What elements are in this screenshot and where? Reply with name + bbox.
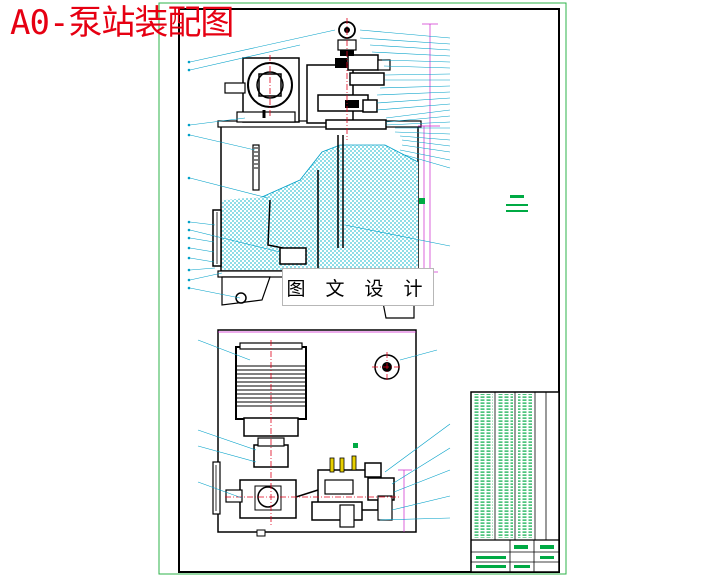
section-mark bbox=[506, 195, 528, 212]
suction-filter bbox=[279, 247, 307, 265]
leader-lines-left bbox=[189, 29, 336, 299]
inner-border bbox=[178, 8, 560, 573]
suction-pipe bbox=[267, 199, 284, 249]
title-block bbox=[470, 391, 560, 573]
left-foot bbox=[221, 276, 271, 306]
valve-block bbox=[306, 64, 354, 124]
top-view bbox=[197, 329, 451, 537]
oil-level bbox=[222, 145, 418, 270]
drain-plug bbox=[235, 292, 247, 304]
leader-lines-right bbox=[344, 29, 451, 247]
watermark-box: 图 文 设 计 bbox=[282, 268, 434, 306]
tank-top-plate bbox=[217, 329, 417, 533]
oil-level-line bbox=[261, 144, 419, 198]
outer-frame bbox=[158, 2, 567, 575]
drawing-title: A0-泵站装配图 bbox=[10, 3, 234, 43]
watermark-text: 图 文 设 计 bbox=[286, 277, 430, 300]
front-view bbox=[187, 18, 451, 319]
